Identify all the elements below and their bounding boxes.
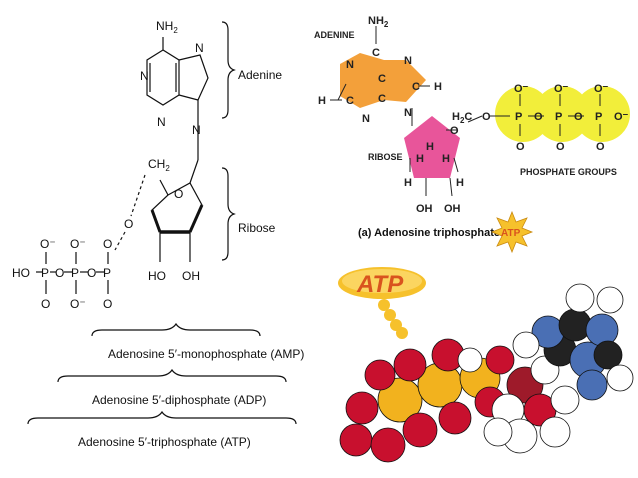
phosphate-p2: P bbox=[71, 266, 79, 280]
atp-badge-big: ATP bbox=[338, 267, 426, 339]
atp-label: Adenosine 5′-triphosphate (ATP) bbox=[78, 435, 251, 449]
r-ring-o: O bbox=[450, 125, 459, 137]
r-c2: C bbox=[346, 95, 354, 107]
right-colored-structure bbox=[340, 53, 630, 178]
p2-o-bottom: O⁻ bbox=[70, 297, 86, 311]
phosphate-p3: P bbox=[103, 266, 111, 280]
r-c6: C bbox=[372, 47, 380, 59]
atp-badge-small-text: ATP bbox=[501, 228, 521, 239]
phosphate-p1: P bbox=[41, 266, 49, 280]
r-n1: N bbox=[346, 59, 354, 71]
adenine-n9: N bbox=[192, 123, 201, 137]
r-p2-o-top: O⁻ bbox=[554, 83, 569, 95]
r-phosphate-label: PHOSPHATE GROUPS bbox=[520, 167, 617, 177]
r-n9: N bbox=[404, 107, 412, 119]
ester-o: O bbox=[124, 217, 133, 231]
r-c8: C bbox=[412, 81, 420, 93]
ribose-ho: HO bbox=[148, 269, 166, 283]
r-h8: H bbox=[434, 81, 442, 93]
p3-o-bottom: O bbox=[103, 297, 112, 311]
amp-label: Adenosine 5′-monophosphate (AMP) bbox=[108, 347, 304, 361]
ch2-label: CH2 bbox=[148, 157, 170, 173]
p3-o-top: O bbox=[103, 237, 112, 251]
r-ester-o: O bbox=[482, 111, 491, 123]
bridge-o1: O bbox=[55, 266, 64, 280]
p1-o-top: O⁻ bbox=[40, 237, 56, 251]
adenine-label: Adenine bbox=[238, 68, 282, 82]
r-c5: C bbox=[378, 73, 386, 85]
r-oh-left: OH bbox=[416, 203, 433, 215]
r-p3: P bbox=[595, 111, 602, 123]
right-atom-labels: NH2 C N N C C H C C H N N O H H H H H OH… bbox=[318, 15, 629, 215]
nh2-label: NH2 bbox=[156, 19, 178, 35]
r-ribose-label: RIBOSE bbox=[368, 152, 403, 162]
adenine-n1: N bbox=[140, 69, 149, 83]
r-bridge-o2: O bbox=[574, 111, 583, 123]
bridge-o2: O bbox=[87, 266, 96, 280]
adp-label: Adenosine 5′-diphosphate (ADP) bbox=[92, 393, 266, 407]
phosphate-ho: HO bbox=[12, 266, 30, 280]
r-p1-o-bottom: O bbox=[516, 141, 525, 153]
r-h2: H bbox=[318, 95, 326, 107]
r-h-br: H bbox=[456, 177, 464, 189]
caption-label: (a) Adenosine triphosphate bbox=[358, 227, 500, 239]
r-bridge-o1: O bbox=[534, 111, 543, 123]
r-oh-right: OH bbox=[444, 203, 461, 215]
left-atom-labels: NH2 N N N N CH2 O O HO OH HO P O P O P O… bbox=[12, 19, 204, 311]
r-p2-o-bottom: O bbox=[556, 141, 565, 153]
adenine-n7: N bbox=[195, 41, 204, 55]
atp-badge-small: ATP bbox=[490, 210, 534, 254]
right-bonds bbox=[330, 26, 601, 197]
adenine-n3: N bbox=[157, 115, 166, 129]
r-p1: P bbox=[515, 111, 522, 123]
ribose-ring-o: O bbox=[174, 187, 183, 201]
r-n3: N bbox=[362, 113, 370, 125]
r-terminal-o: O⁻ bbox=[614, 111, 629, 123]
r-h-bl: H bbox=[404, 177, 412, 189]
p2-o-top: O⁻ bbox=[70, 237, 86, 251]
r-h-left: H bbox=[416, 153, 424, 165]
atp-space-filling-model bbox=[339, 283, 634, 463]
r-h-top: H bbox=[426, 141, 434, 153]
r-c4: C bbox=[378, 93, 386, 105]
r-h2c-label: H2C bbox=[452, 111, 472, 125]
r-p2: P bbox=[555, 111, 562, 123]
atp-badge-big-text: ATP bbox=[356, 271, 404, 298]
p1-o-bottom: O bbox=[41, 297, 50, 311]
r-h-right: H bbox=[442, 153, 450, 165]
r-n7: N bbox=[404, 55, 412, 67]
r-p1-o-top: O⁻ bbox=[514, 83, 529, 95]
r-p3-o-bottom: O bbox=[596, 141, 605, 153]
left-atp-structure bbox=[27, 21, 297, 425]
r-p3-o-top: O⁻ bbox=[594, 83, 609, 95]
ribose-oh: OH bbox=[182, 269, 200, 283]
r-adenine-label: ADENINE bbox=[314, 30, 355, 40]
r-nh2-label: NH2 bbox=[368, 15, 389, 29]
ribose-label: Ribose bbox=[238, 221, 276, 235]
